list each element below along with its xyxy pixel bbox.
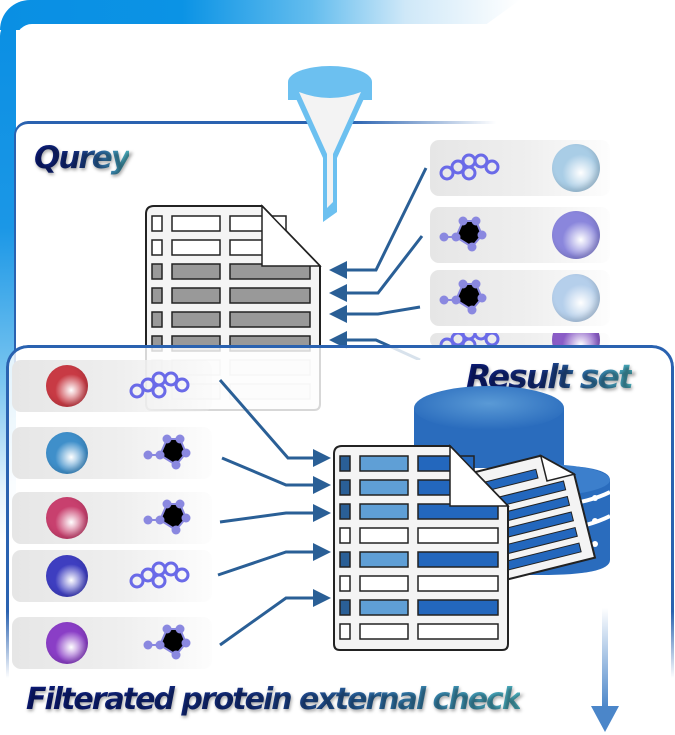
arrow xyxy=(329,235,424,302)
protein-structure-icon xyxy=(552,274,600,322)
result-arrows xyxy=(217,379,331,647)
arrow xyxy=(218,379,331,467)
protein-structure-icon xyxy=(552,211,600,259)
document-body xyxy=(333,445,509,651)
molecule-chain-icon xyxy=(129,371,190,399)
document-cell xyxy=(339,455,351,472)
arrow xyxy=(221,456,331,494)
result-item-card xyxy=(12,427,212,479)
molecule-graph-icon xyxy=(143,434,191,470)
arrow xyxy=(219,504,331,524)
molecule-graph-icon xyxy=(143,624,191,660)
document-cell xyxy=(359,599,409,616)
arrow xyxy=(329,305,421,323)
molecule-chain-icon xyxy=(129,561,190,589)
document-cell xyxy=(359,575,409,592)
arrow xyxy=(219,589,331,647)
query-input-card xyxy=(430,207,610,263)
query-panel xyxy=(14,121,496,364)
document-cell xyxy=(151,263,163,280)
document-cell xyxy=(151,215,163,232)
document-cell xyxy=(339,503,351,520)
document-cell xyxy=(339,551,351,568)
protein-structure-icon xyxy=(46,497,88,539)
protein-structure-icon xyxy=(46,365,88,407)
result-item-card xyxy=(12,492,212,544)
document-cell xyxy=(229,287,311,304)
molecule-chain-icon xyxy=(439,153,500,181)
document-cell xyxy=(171,263,221,280)
document-cell xyxy=(417,623,499,640)
document-cell xyxy=(151,287,163,304)
document-cell xyxy=(171,311,221,328)
document-cell xyxy=(171,239,221,256)
protein-structure-icon xyxy=(552,333,600,347)
query-arrows xyxy=(329,167,428,360)
document-cell xyxy=(359,623,409,640)
document-cell xyxy=(339,599,351,616)
document-cell xyxy=(417,527,499,544)
protein-structure-icon xyxy=(46,622,88,664)
document-cell xyxy=(359,551,409,568)
document-cell xyxy=(359,479,409,496)
result-item-card xyxy=(12,550,212,602)
document-cell xyxy=(171,215,221,232)
protein-structure-icon xyxy=(46,555,88,597)
document-cell xyxy=(339,527,351,544)
document-cell xyxy=(339,575,351,592)
document-cell xyxy=(229,311,311,328)
document-cell xyxy=(359,503,409,520)
document-cell xyxy=(417,551,499,568)
query-input-card xyxy=(430,270,610,326)
document-cell xyxy=(417,599,499,616)
document-cell xyxy=(151,311,163,328)
protein-structure-icon xyxy=(552,144,600,192)
arrow xyxy=(217,543,331,577)
document-cell xyxy=(151,239,163,256)
result-item-card xyxy=(12,617,212,669)
molecule-graph-icon xyxy=(439,279,487,315)
document-cell xyxy=(359,527,409,544)
molecule-graph-icon xyxy=(439,216,487,252)
document-cell xyxy=(171,287,221,304)
query-input-card xyxy=(430,140,610,196)
document-cell xyxy=(417,575,499,592)
protein-structure-icon xyxy=(46,432,88,474)
down-arrow-icon xyxy=(591,608,619,732)
document-cell xyxy=(339,623,351,640)
document-cell xyxy=(339,479,351,496)
arrow xyxy=(329,167,428,279)
funnel-icon xyxy=(288,66,372,222)
document-fold xyxy=(261,204,322,267)
document-cell xyxy=(359,455,409,472)
result-document-icon xyxy=(333,444,510,651)
output-title: Filterated protein external check xyxy=(26,682,522,717)
result-item-card xyxy=(12,360,212,412)
query-title: Qurey xyxy=(34,140,131,176)
molecule-graph-icon xyxy=(143,499,191,535)
document-fold xyxy=(449,444,510,507)
